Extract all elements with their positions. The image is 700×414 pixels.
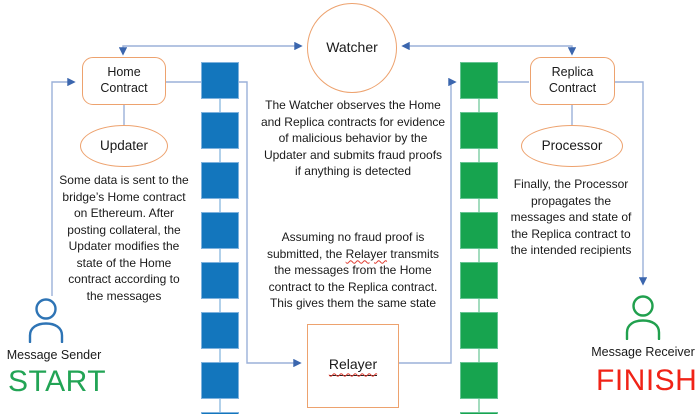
- chain-block: [201, 412, 239, 414]
- chain-block: [460, 262, 498, 299]
- chain-block: [201, 62, 239, 99]
- replica-contract-label: Replica Contract: [548, 65, 597, 95]
- chain-block: [201, 362, 239, 399]
- start-text: START: [8, 365, 107, 398]
- chain-block: [460, 312, 498, 349]
- chain-block: [201, 262, 239, 299]
- watcher-label: Watcher: [326, 39, 378, 56]
- updater-label: Updater: [99, 137, 149, 153]
- chain-block: [460, 212, 498, 249]
- connector-replica-watcher: [401, 41, 577, 56]
- chain-block: [201, 162, 239, 199]
- replica-chain-blocks: [460, 0, 498, 414]
- relayer-note-after: transmits the messages from the Home con…: [268, 246, 440, 311]
- chain-block: [201, 112, 239, 149]
- chain-block: [460, 162, 498, 199]
- processor-label: Processor: [541, 137, 603, 153]
- chain-block: [460, 112, 498, 149]
- home-contract-node: Home Contract: [82, 57, 166, 105]
- updater-node: Updater: [80, 125, 168, 167]
- chain-block: [201, 212, 239, 249]
- connector-replica-to-receiver: [615, 81, 648, 286]
- connector-sender-to-home: [51, 77, 76, 296]
- home-contract-label: Home Contract: [100, 65, 148, 95]
- finish-text: FINISH: [596, 364, 698, 397]
- chain-block: [460, 62, 498, 99]
- chain-block: [201, 312, 239, 349]
- relayer-label: Relayer: [328, 356, 378, 376]
- relayer-note-before: Assuming no fraud proof is submitted, th…: [266, 230, 425, 261]
- message-receiver-label: Message Receiver: [591, 345, 695, 359]
- message-sender-label: Message Sender: [6, 348, 102, 362]
- relayer-note: Assuming no fraud proof is submitted, th…: [252, 229, 454, 312]
- chain-block: [460, 362, 498, 399]
- connector-relayer-to-replica-chain: [399, 77, 457, 364]
- watcher-note: The Watcher observes the Home and Replic…: [260, 98, 446, 178]
- relayer-node: Relayer: [307, 324, 399, 408]
- processor-node: Processor: [521, 125, 623, 167]
- message-receiver-icon: [625, 295, 661, 340]
- watcher-node: Watcher: [307, 3, 397, 93]
- processor-side-note: Finally, the Processor propagates the me…: [510, 177, 632, 257]
- connector-home-watcher: [118, 41, 303, 56]
- replica-contract-node: Replica Contract: [530, 57, 615, 105]
- relayer-note-word: Relayer: [345, 246, 388, 261]
- home-side-note: Some data is sent to the bridge’s Home c…: [59, 173, 189, 303]
- chain-block: [460, 412, 498, 414]
- message-sender-icon: [28, 298, 64, 343]
- home-chain-blocks: [201, 0, 239, 414]
